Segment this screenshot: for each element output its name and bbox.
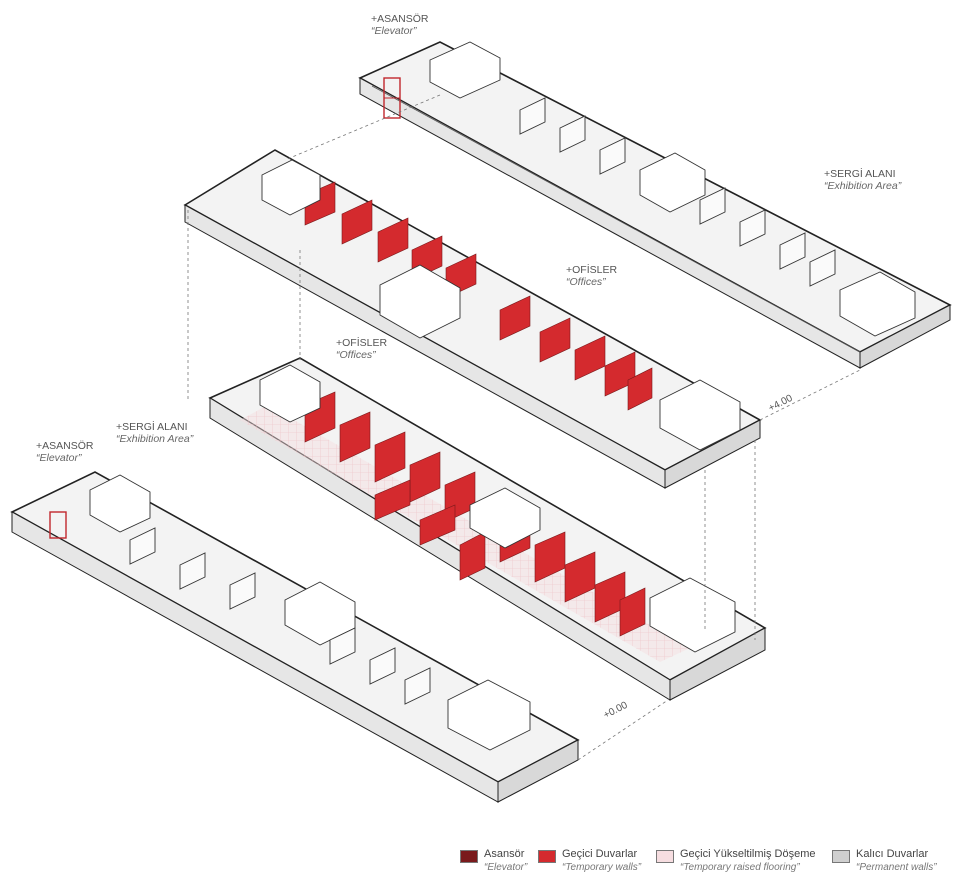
legend-swatch	[656, 850, 674, 863]
plate-ground-exhibition	[10, 471, 580, 803]
label-name: +ASANSÖR	[36, 440, 94, 452]
label-exhibition-top: +SERGİ ALANI “Exhibition Area”	[824, 168, 901, 192]
legend-translation: “Elevator”	[484, 862, 528, 873]
legend-translation: “Temporary walls”	[562, 862, 642, 873]
label-name: +ASANSÖR	[371, 13, 429, 25]
label-translation: “Exhibition Area”	[824, 180, 902, 192]
legend-swatch	[538, 850, 556, 863]
legend-swatch	[832, 850, 850, 863]
plate-ground-offices	[208, 357, 767, 701]
legend-translation: “Temporary raised flooring”	[680, 862, 800, 873]
legend-swatch	[460, 850, 478, 863]
label-translation: “Offices”	[566, 276, 606, 288]
label-translation: “Exhibition Area”	[116, 433, 194, 445]
legend-label: Geçici Yükseltilmiş Döşeme	[680, 848, 816, 860]
legend-translation: “Permanent walls”	[856, 862, 937, 873]
plate-upper-exhibition	[358, 41, 952, 369]
label-translation: “Elevator”	[371, 25, 417, 37]
label-name: +OFİSLER	[566, 264, 618, 276]
plate-upper-offices	[183, 149, 762, 489]
label-name: +OFİSLER	[336, 337, 388, 349]
label-elevator-low: +ASANSÖR “Elevator”	[36, 440, 93, 464]
label-offices-mid: +OFİSLER “Offices”	[566, 264, 617, 288]
label-name: +SERGİ ALANI	[824, 168, 896, 180]
legend-label: Asansör	[484, 848, 525, 860]
legend-label: Geçici Duvarlar	[562, 848, 638, 860]
label-translation: “Offices”	[336, 349, 376, 361]
label-offices-low: +OFİSLER “Offices”	[336, 337, 387, 361]
dashed-connectors	[187, 94, 861, 761]
label-elevator-top: +ASANSÖR “Elevator”	[371, 13, 428, 37]
label-translation: “Elevator”	[36, 452, 82, 464]
legend-label: Kalıcı Duvarlar	[856, 848, 929, 860]
label-name: +SERGİ ALANI	[116, 421, 188, 433]
label-exhibition-low: +SERGİ ALANI “Exhibition Area”	[116, 421, 193, 445]
